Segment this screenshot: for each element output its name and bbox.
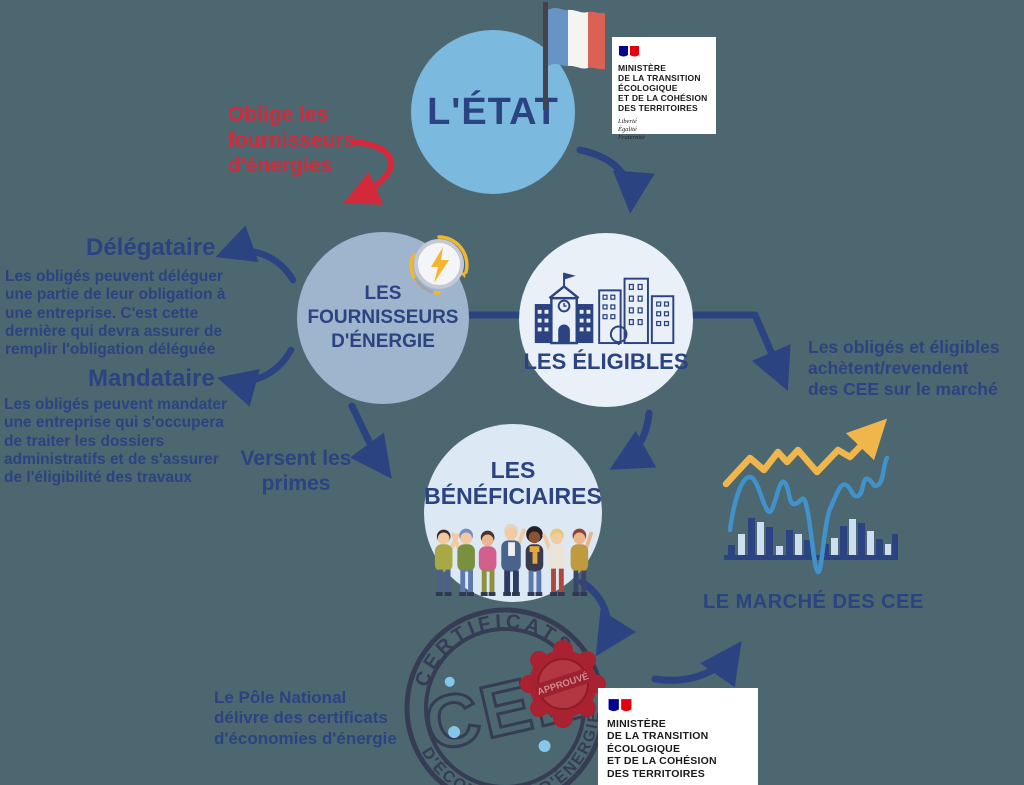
- annotation-mandataire-body: Les obligés peuvent mandater une entrepr…: [4, 396, 228, 487]
- ministry-line: ET DE LA COHÉSION: [618, 93, 708, 104]
- ministry-flag-icon: [619, 46, 639, 57]
- ministry-logo-top: MINISTÈRE DE LA TRANSITION ÉCOLOGIQUE ET…: [612, 37, 716, 141]
- annotation-delegataire-body: Les obligés peuvent déléguer une partie …: [5, 268, 226, 359]
- node-fournisseurs-label: LES FOURNISSEURS D'ÉNERGIE: [307, 283, 459, 352]
- ministry-motto-line: Fraternité: [618, 134, 645, 142]
- arrow-beneficiaires-to-stamp: [578, 578, 636, 657]
- ministry-line: DES TERRITOIRES: [618, 103, 698, 114]
- buildings-icon: [534, 272, 675, 345]
- annotation-marche-note: Les obligés et éligibles achètent/revend…: [808, 337, 1000, 399]
- ministry-flag-icon: [608, 699, 632, 712]
- arrow-stamp-to-marche: [651, 640, 742, 688]
- node-beneficiaires-label: LES BÉNÉFICIAIRES: [424, 457, 602, 509]
- ministry-line: ÉCOLOGIQUE: [607, 742, 681, 755]
- ministry-line: MINISTÈRE: [618, 63, 667, 73]
- ministry-line: DES TERRITOIRES: [607, 767, 705, 780]
- ministry-line: ÉCOLOGIQUE: [618, 83, 678, 94]
- annotation-pole-national: Le Pôle National délivre des certificats…: [214, 688, 397, 748]
- energy-cycle-icon: [409, 235, 469, 295]
- ministry-line: DE LA TRANSITION: [607, 730, 709, 743]
- node-etat-label: L'ÉTAT: [427, 90, 559, 133]
- arrow-eligibles-to-beneficiaires: [609, 409, 657, 470]
- market-chart-illustration: [722, 418, 898, 575]
- annotation-mandataire-title: Mandataire: [88, 365, 215, 392]
- french-flag-icon: [543, 2, 605, 110]
- ministry-motto-line: Liberté: [618, 118, 637, 126]
- node-eligibles-label: LES ÉLIGIBLES: [523, 349, 689, 374]
- annotation-versent: Versent les primes: [240, 447, 352, 496]
- node-eligibles: LES ÉLIGIBLES: [519, 233, 693, 407]
- ministry-logo-bottom: MINISTÈRE DE LA TRANSITION ÉCOLOGIQUE ET…: [598, 688, 758, 785]
- ministry-motto-line: Égalité: [618, 126, 637, 134]
- people-illustration: [434, 523, 594, 596]
- arrow-fournisseurs-to-mandataire: [217, 346, 295, 407]
- annotation-oblige: Oblige les fournisseurs d'énergies: [228, 103, 356, 178]
- arrow-etat-to-eligibles: [576, 146, 655, 214]
- arrow-oblige-red: [343, 139, 395, 205]
- ministry-line: ET DE LA COHÉSION: [607, 755, 717, 768]
- wax-seal-icon: APPROUVÉ: [520, 640, 606, 728]
- ministry-line: MINISTÈRE: [607, 718, 666, 730]
- annotation-delegataire-title: Délégataire: [86, 234, 216, 261]
- ministry-line: DE LA TRANSITION: [618, 73, 701, 84]
- marche-title: LE MARCHÉ DES CEE: [703, 591, 924, 613]
- arrow-fournisseurs-to-beneficiaires: [348, 402, 392, 479]
- node-beneficiaires: LES BÉNÉFICIAIRES: [424, 424, 602, 602]
- arrow-fournisseurs-to-delegataire: [215, 225, 297, 284]
- node-fournisseurs: LES FOURNISSEURS D'ÉNERGIE: [297, 232, 469, 404]
